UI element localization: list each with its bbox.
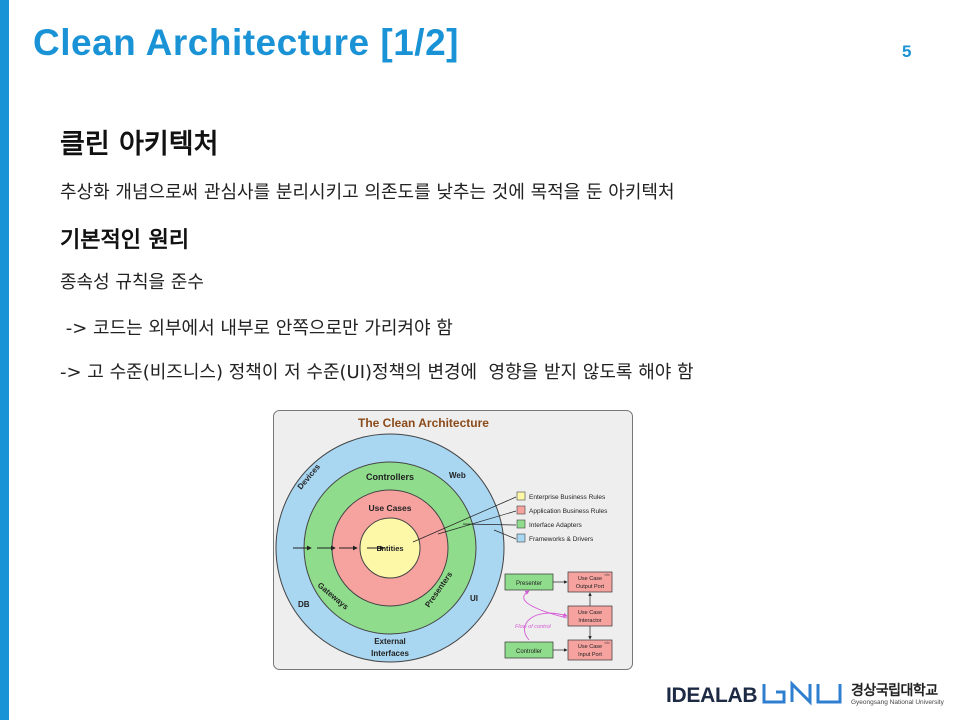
idealab-logo: IDEALAB xyxy=(666,684,758,707)
flow-interactor-label: Use Case xyxy=(578,610,602,616)
flow-input-port-label: Use Case xyxy=(578,644,602,650)
interface-mark: <I> xyxy=(604,640,610,645)
entities-core xyxy=(359,517,421,579)
diagram-title: The Clean Architecture xyxy=(358,416,489,430)
principle-text: 종속성 규칙을 준수 xyxy=(60,272,204,293)
legend-label: Application Business Rules xyxy=(529,508,608,515)
label-use-cases: Use Cases xyxy=(368,503,411,513)
heading-basic-principle: 기본적인 원리 xyxy=(60,228,190,253)
flow-output-port-box xyxy=(567,571,613,593)
flow-of-control-arrow xyxy=(524,612,568,641)
flow-output-port-label: Output Port xyxy=(576,584,605,590)
arrow-line-1: -> 코드는 외부에서 내부로 안쪽으로만 가리켜야 함 xyxy=(60,318,453,339)
accent-side-bar xyxy=(0,0,9,720)
clean-architecture-diagram: The Clean Architecture Devices Web DB UI… xyxy=(273,410,633,670)
arrow-line-2: -> 고 수준(비즈니스) 정책이 저 수준(UI)정책의 변경에 영향을 받지… xyxy=(60,362,694,383)
flow-controller-label: Controller xyxy=(516,649,542,655)
legend-label: Interface Adapters xyxy=(529,522,583,529)
legend-swatch xyxy=(516,505,526,515)
legend-pointer xyxy=(412,496,517,543)
legend-label: Enterprise Business Rules xyxy=(529,494,606,501)
label-web: Web xyxy=(449,471,466,480)
gnu-logo xyxy=(762,680,842,706)
heading-clean-architecture: 클린 아키텍처 xyxy=(60,129,219,160)
flow-of-control-label: Flow of control xyxy=(515,624,552,630)
label-ui: UI xyxy=(470,594,478,603)
legend-pointer xyxy=(462,523,517,526)
university-name-english: Gyeongsang National University xyxy=(851,699,944,706)
flow-interactor-label: Interactor xyxy=(578,618,601,624)
label-controllers: Controllers xyxy=(366,472,414,482)
legend-swatch xyxy=(516,519,526,529)
flow-output-port-label: Use Case xyxy=(578,576,602,582)
flow-input-port-box xyxy=(567,639,613,661)
flow-of-control-arrow xyxy=(523,590,568,619)
definition-text: 추상화 개념으로써 관심사를 분리시키고 의존도를 낮추는 것에 목적을 둔 아… xyxy=(60,182,675,203)
legend-swatch xyxy=(516,533,526,543)
legend-label: Frameworks & Drivers xyxy=(529,536,594,543)
label-entities: Entities xyxy=(376,544,403,553)
label-interfaces: Interfaces xyxy=(371,649,409,658)
page-number: 5 xyxy=(902,42,912,61)
legend-swatch xyxy=(516,491,526,501)
flow-presenter-label: Presenter xyxy=(516,581,542,587)
flow-input-port-label: Input Port xyxy=(578,652,602,658)
interface-mark: <I> xyxy=(604,572,610,577)
slide-title: Clean Architecture [1/2] xyxy=(33,22,459,63)
university-name-korean: 경상국립대학교 xyxy=(851,683,938,699)
legend-pointer xyxy=(437,510,517,535)
legend-pointer xyxy=(493,529,517,540)
label-external: External xyxy=(374,637,406,646)
label-db: DB xyxy=(298,600,310,609)
